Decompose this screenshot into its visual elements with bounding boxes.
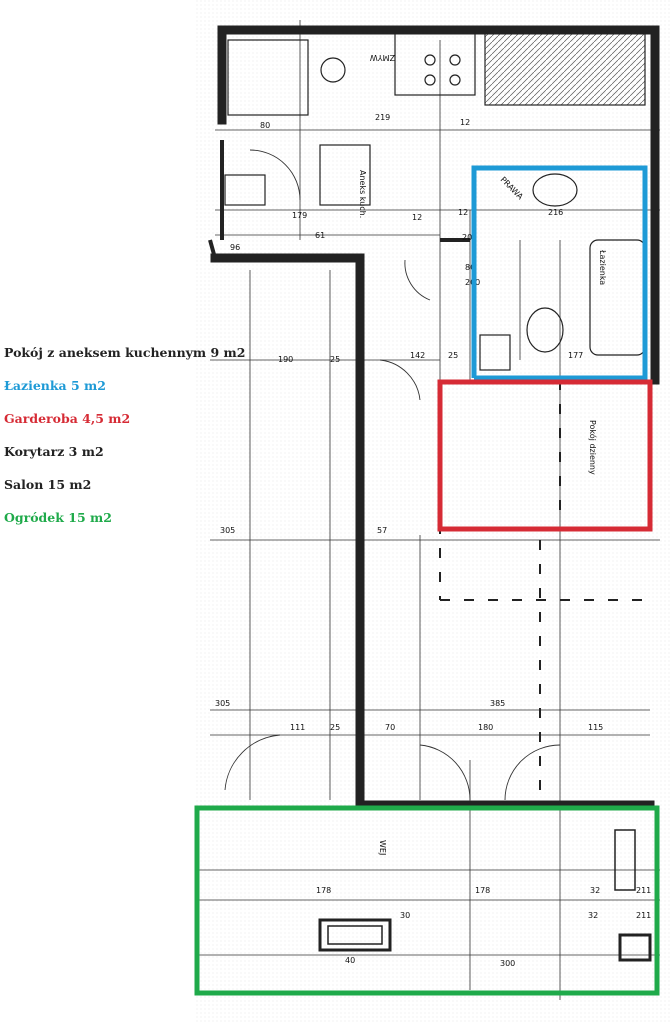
dim: 12 xyxy=(458,208,468,217)
dim: 211 xyxy=(636,911,651,920)
legend-bathroom: Łazienka 5 m2 xyxy=(4,378,106,393)
bathroom-fixtures xyxy=(479,173,646,371)
dim: 70 xyxy=(385,723,395,732)
child-room-label: Pokój dzienny xyxy=(588,420,598,475)
dim: 32 xyxy=(588,911,598,920)
bathroom-outline xyxy=(471,165,648,381)
kitchen-fixtures xyxy=(224,29,646,206)
dim: 179 xyxy=(292,211,307,220)
dim: 30 xyxy=(400,911,410,920)
dim: 25 xyxy=(330,723,340,732)
dim: 385 xyxy=(490,699,505,708)
legend-corridor: Korytarz 3 m2 xyxy=(4,444,104,459)
walls xyxy=(210,25,660,810)
kitchen-room-label: Aneks kuch. xyxy=(358,170,367,218)
dim: 115 xyxy=(588,723,603,732)
legend-garden: Ogródek 15 m2 xyxy=(4,510,112,525)
dim: 12 xyxy=(460,118,470,127)
dim: 305 xyxy=(220,526,235,535)
legend-kitchen-room: Pokój z aneksem kuchennym 9 m2 xyxy=(4,345,246,360)
dim: 178 xyxy=(475,886,490,895)
drafting-lines xyxy=(195,20,660,1000)
dim: 142 xyxy=(410,351,425,360)
dim: 61 xyxy=(315,231,325,240)
garden-table xyxy=(318,829,652,962)
legend-living-room: Salon 15 m2 xyxy=(4,477,92,492)
garden-outline xyxy=(194,805,660,996)
door-swings xyxy=(224,149,561,801)
dim: 57 xyxy=(377,526,387,535)
dim: 111 xyxy=(290,723,305,732)
dashed-lines xyxy=(439,380,650,800)
dim: 12 xyxy=(412,213,422,222)
dim: 80 xyxy=(465,263,475,272)
legend-wardrobe: Garderoba 4,5 m2 xyxy=(4,411,131,426)
dim: 177 xyxy=(568,351,583,360)
wardrobe-outline xyxy=(437,379,653,532)
dim: 219 xyxy=(375,113,390,122)
dim: 305 xyxy=(215,699,230,708)
dim: 178 xyxy=(316,886,331,895)
bathroom-label: Łazienka xyxy=(598,249,607,285)
entry-label: WEJ xyxy=(378,840,387,855)
dim: 40 xyxy=(345,956,355,965)
dim: 211 xyxy=(636,886,651,895)
dim: 190 xyxy=(278,355,293,364)
dim: 180 xyxy=(478,723,493,732)
dim: 20 xyxy=(462,233,472,242)
dim: 96 xyxy=(230,243,240,252)
paper-scan xyxy=(195,0,671,1023)
dim: 25 xyxy=(330,355,340,364)
dim: 300 xyxy=(500,959,515,968)
dim: 32 xyxy=(590,886,600,895)
dim: 25 xyxy=(448,351,458,360)
zmyw-label: ZMYW xyxy=(370,53,395,62)
dim: 216 xyxy=(548,208,563,217)
dim: 80 xyxy=(260,121,270,130)
partial-walls xyxy=(208,140,470,259)
area-legend: Pokój z aneksem kuchennym 9 m2 Łazienka … xyxy=(4,345,246,543)
